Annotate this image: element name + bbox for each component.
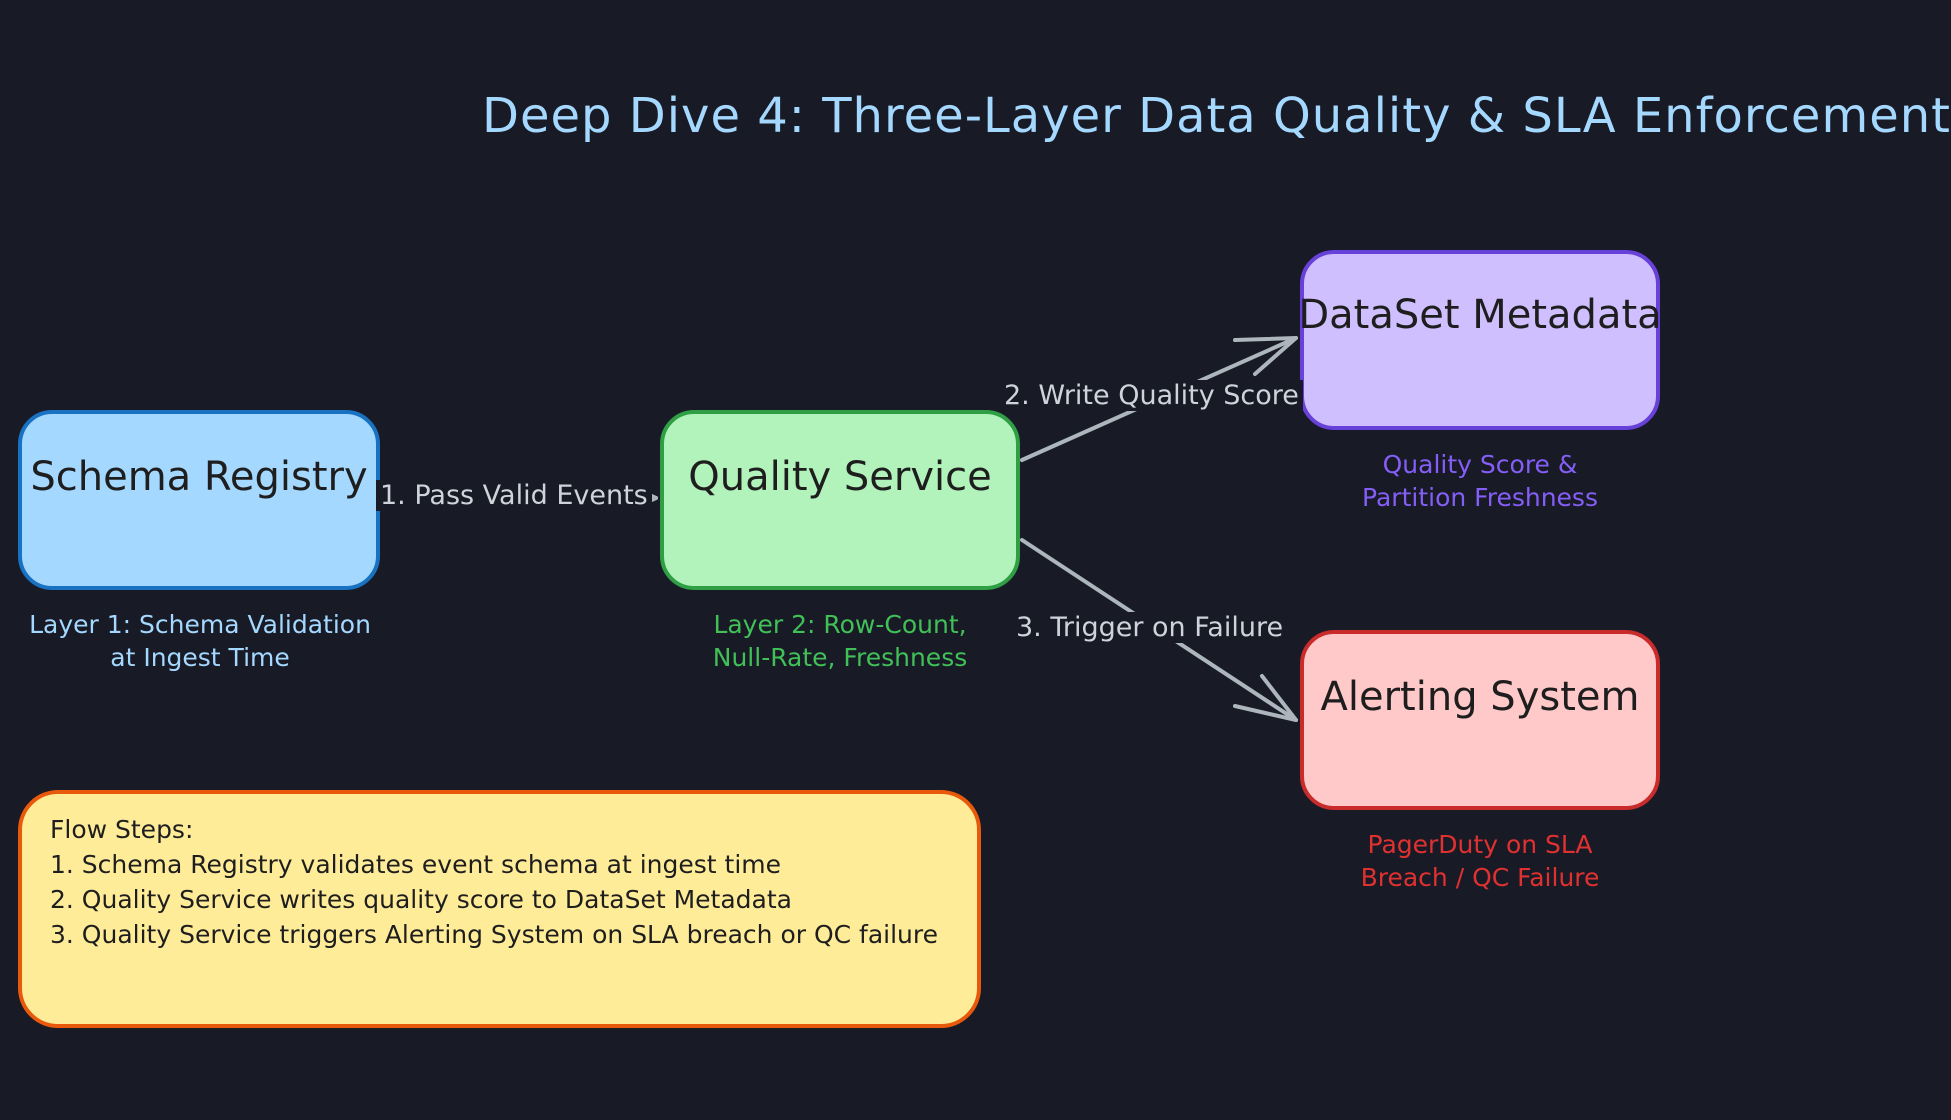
alerting-system-label: Alerting System [1320, 674, 1640, 720]
dataset-metadata-node[interactable]: DataSet Metadata [1298, 250, 1662, 430]
alerting-system-caption-line: Breach / QC Failure [1360, 863, 1600, 892]
quality-service-caption-line: Null-Rate, Freshness [712, 643, 968, 672]
quality-service-label: Quality Service [688, 454, 992, 500]
flow-steps-heading: Flow Steps: [50, 815, 194, 844]
schema-registry-caption-line: at Ingest Time [110, 643, 290, 672]
diagram-title: Deep Dive 4: Three-Layer Data Quality & … [482, 88, 1951, 144]
dataset-metadata-caption-line: Partition Freshness [1362, 483, 1598, 512]
quality-service-caption: Layer 2: Row-Count, Null-Rate, Freshness [640, 608, 1040, 674]
quality-service-node[interactable]: Quality Service [660, 410, 1020, 590]
flow-steps-text: Flow Steps: 1. Schema Registry validates… [50, 812, 1050, 952]
alerting-system-node[interactable]: Alerting System [1300, 630, 1660, 810]
flow-steps-note[interactable] [18, 790, 981, 1028]
dataset-metadata-label: DataSet Metadata [1298, 292, 1662, 338]
schema-registry-label: Schema Registry [30, 454, 368, 500]
flow-step-line: 2. Quality Service writes quality score … [50, 885, 792, 914]
edge-label-trigger-on-failure: 3. Trigger on Failure [1012, 612, 1288, 643]
quality-service-caption-line: Layer 2: Row-Count, [713, 610, 967, 639]
alerting-system-caption: PagerDuty on SLA Breach / QC Failure [1280, 828, 1680, 894]
dataset-metadata-caption-line: Quality Score & [1382, 450, 1578, 479]
edge-label-pass-valid-events: 1. Pass Valid Events [376, 480, 652, 511]
edge-label-write-quality-score: 2. Write Quality Score [1000, 380, 1303, 411]
schema-registry-caption-line: Layer 1: Schema Validation [29, 610, 371, 639]
schema-registry-node[interactable]: Schema Registry [18, 410, 380, 590]
dataset-metadata-caption: Quality Score & Partition Freshness [1280, 448, 1680, 514]
schema-registry-caption: Layer 1: Schema Validation at Ingest Tim… [0, 608, 400, 674]
flow-step-line: 1. Schema Registry validates event schem… [50, 850, 782, 879]
alerting-system-caption-line: PagerDuty on SLA [1367, 830, 1593, 859]
flow-step-line: 3. Quality Service triggers Alerting Sys… [50, 920, 939, 949]
